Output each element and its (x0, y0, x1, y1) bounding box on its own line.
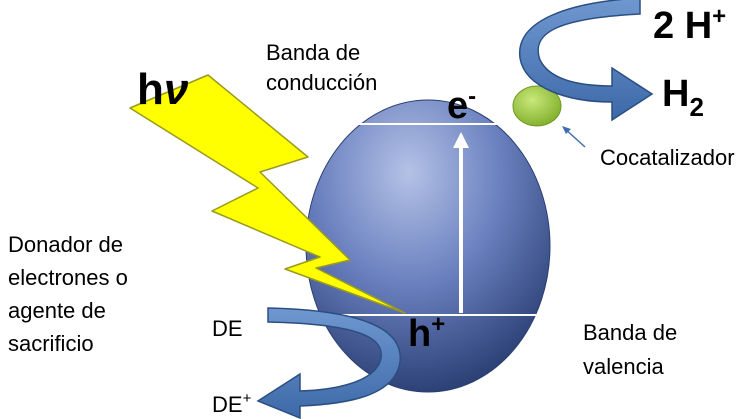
conduction-band-label-line1: Banda de (266, 40, 360, 65)
donor-product-text: DE (212, 392, 243, 417)
electron-symbol: e (447, 85, 468, 127)
hole-label: h+ (408, 311, 445, 355)
electron-label: e- (447, 83, 476, 127)
valence-band-label-line2: valencia (583, 354, 664, 379)
donor-label-line3: agente de (8, 298, 106, 323)
donor-oxidation-arrow (256, 307, 401, 419)
protons-text: 2 H (653, 5, 712, 47)
photon-h: h (137, 65, 164, 114)
protons-charge: + (712, 3, 726, 30)
cocatalyst-label: Cocatalizador (600, 145, 735, 170)
photon-label: hν (137, 65, 189, 114)
cocatalyst-pointer-head (562, 126, 571, 134)
donor-product-charge: + (243, 390, 252, 407)
hole-charge: + (431, 311, 445, 338)
donor-label-line4: sacrificio (8, 331, 94, 356)
protons-label: 2 H+ (653, 3, 726, 47)
lightning-bolt-icon (129, 74, 406, 314)
donor-label-line2: electrones o (8, 265, 128, 290)
hydrogen-evolution-arrow (519, 0, 654, 122)
donor-reactant-label: DE (212, 316, 243, 341)
hydrogen-text: H (662, 73, 689, 115)
electron-charge: - (468, 83, 476, 110)
photon-nu: ν (164, 65, 189, 114)
hole-symbol: h (408, 313, 431, 355)
hydrogen-label: H2 (662, 73, 704, 122)
hydrogen-subscript: 2 (689, 92, 703, 122)
conduction-band-label-line2: conducción (266, 70, 377, 95)
excitation-arrowhead (453, 132, 469, 148)
donor-label-line1: Donador de (8, 232, 123, 257)
valence-band-label-line1: Banda de (583, 320, 677, 345)
cocatalyst-particle (512, 85, 562, 127)
donor-product-label: DE+ (212, 390, 252, 417)
